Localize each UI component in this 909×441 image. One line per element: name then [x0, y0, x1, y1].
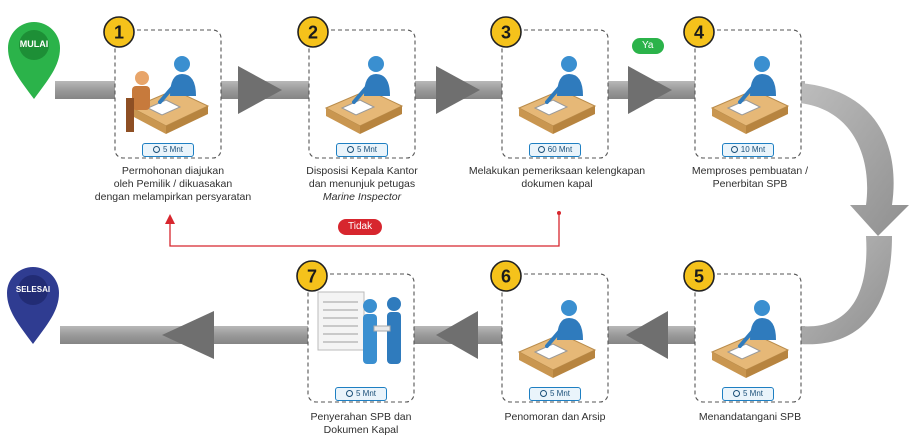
step-5-badge: 5 [683, 260, 715, 292]
arrow-5-6 [626, 311, 668, 359]
return-curve-lower [800, 236, 892, 345]
step-1-box [114, 29, 222, 159]
step-2-box [308, 29, 416, 159]
clock-icon [152, 146, 160, 153]
step-7-number: 7 [307, 267, 317, 287]
bottom-flow-band [60, 326, 805, 344]
step-2-illustration [324, 56, 404, 134]
start-pin [8, 22, 60, 99]
arrow-1-2 [238, 66, 282, 114]
step-1-number: 1 [114, 23, 124, 43]
end-pin [7, 267, 59, 344]
step-7-box [307, 273, 415, 403]
clock-icon [537, 146, 545, 153]
step-2-number: 2 [308, 23, 318, 43]
step-3-badge: 3 [490, 16, 522, 48]
step-6-time: 5 Mnt [529, 387, 581, 401]
step-5-time: 5 Mnt [722, 387, 774, 401]
clock-icon [730, 146, 738, 153]
step-4-label: Memproses pembuatan /Penerbitan SPB [691, 165, 809, 190]
reject-loop-line [169, 213, 560, 247]
step-4-number: 4 [694, 23, 704, 43]
step-2-badge: 2 [297, 16, 329, 48]
decision-no-pill: Tidak [338, 219, 383, 235]
step-7-illustration [317, 291, 401, 364]
step-7-time: 5 Mnt [335, 387, 387, 401]
step-7-badge: 7 [296, 260, 328, 292]
step-5-number: 5 [694, 267, 704, 287]
return-curve [800, 83, 909, 236]
clock-icon [345, 390, 353, 397]
step-5-illustration [710, 300, 790, 378]
step-4-time: 10 Mnt [722, 143, 774, 157]
step-3-box [501, 29, 609, 159]
step-1-badge: 1 [103, 16, 135, 48]
step-4-box [694, 29, 802, 159]
step-3-illustration [517, 56, 597, 134]
step-6-badge: 6 [490, 260, 522, 292]
arrow-3-4 [628, 66, 672, 114]
arrow-7-end [162, 311, 214, 359]
clock-icon [732, 390, 740, 397]
step-4-illustration [710, 56, 790, 134]
step-5-label: Menandatangani SPB [698, 411, 802, 423]
decision-yes-pill: Ya [632, 38, 664, 54]
step-1-illustration [126, 56, 210, 134]
step-2-time: 5 Mnt [336, 143, 388, 157]
step-5-box [694, 273, 802, 403]
end-label: SELESAI [15, 285, 51, 294]
reject-loop-arrowhead [165, 214, 175, 224]
step-6-label: Penomoran dan Arsip [504, 411, 606, 423]
step-6-number: 6 [501, 267, 511, 287]
step-4-badge: 4 [683, 16, 715, 48]
arrow-2-3 [436, 66, 480, 114]
step-3-number: 3 [501, 23, 511, 43]
clock-icon [539, 390, 547, 397]
arrow-6-7 [436, 311, 478, 359]
step-3-time: 60 Mnt [529, 143, 581, 157]
step-6-illustration [517, 300, 597, 378]
step-1-time: 5 Mnt [142, 143, 194, 157]
start-label: MULAI [19, 39, 49, 49]
clock-icon [346, 146, 354, 153]
step-6-box [501, 273, 609, 403]
